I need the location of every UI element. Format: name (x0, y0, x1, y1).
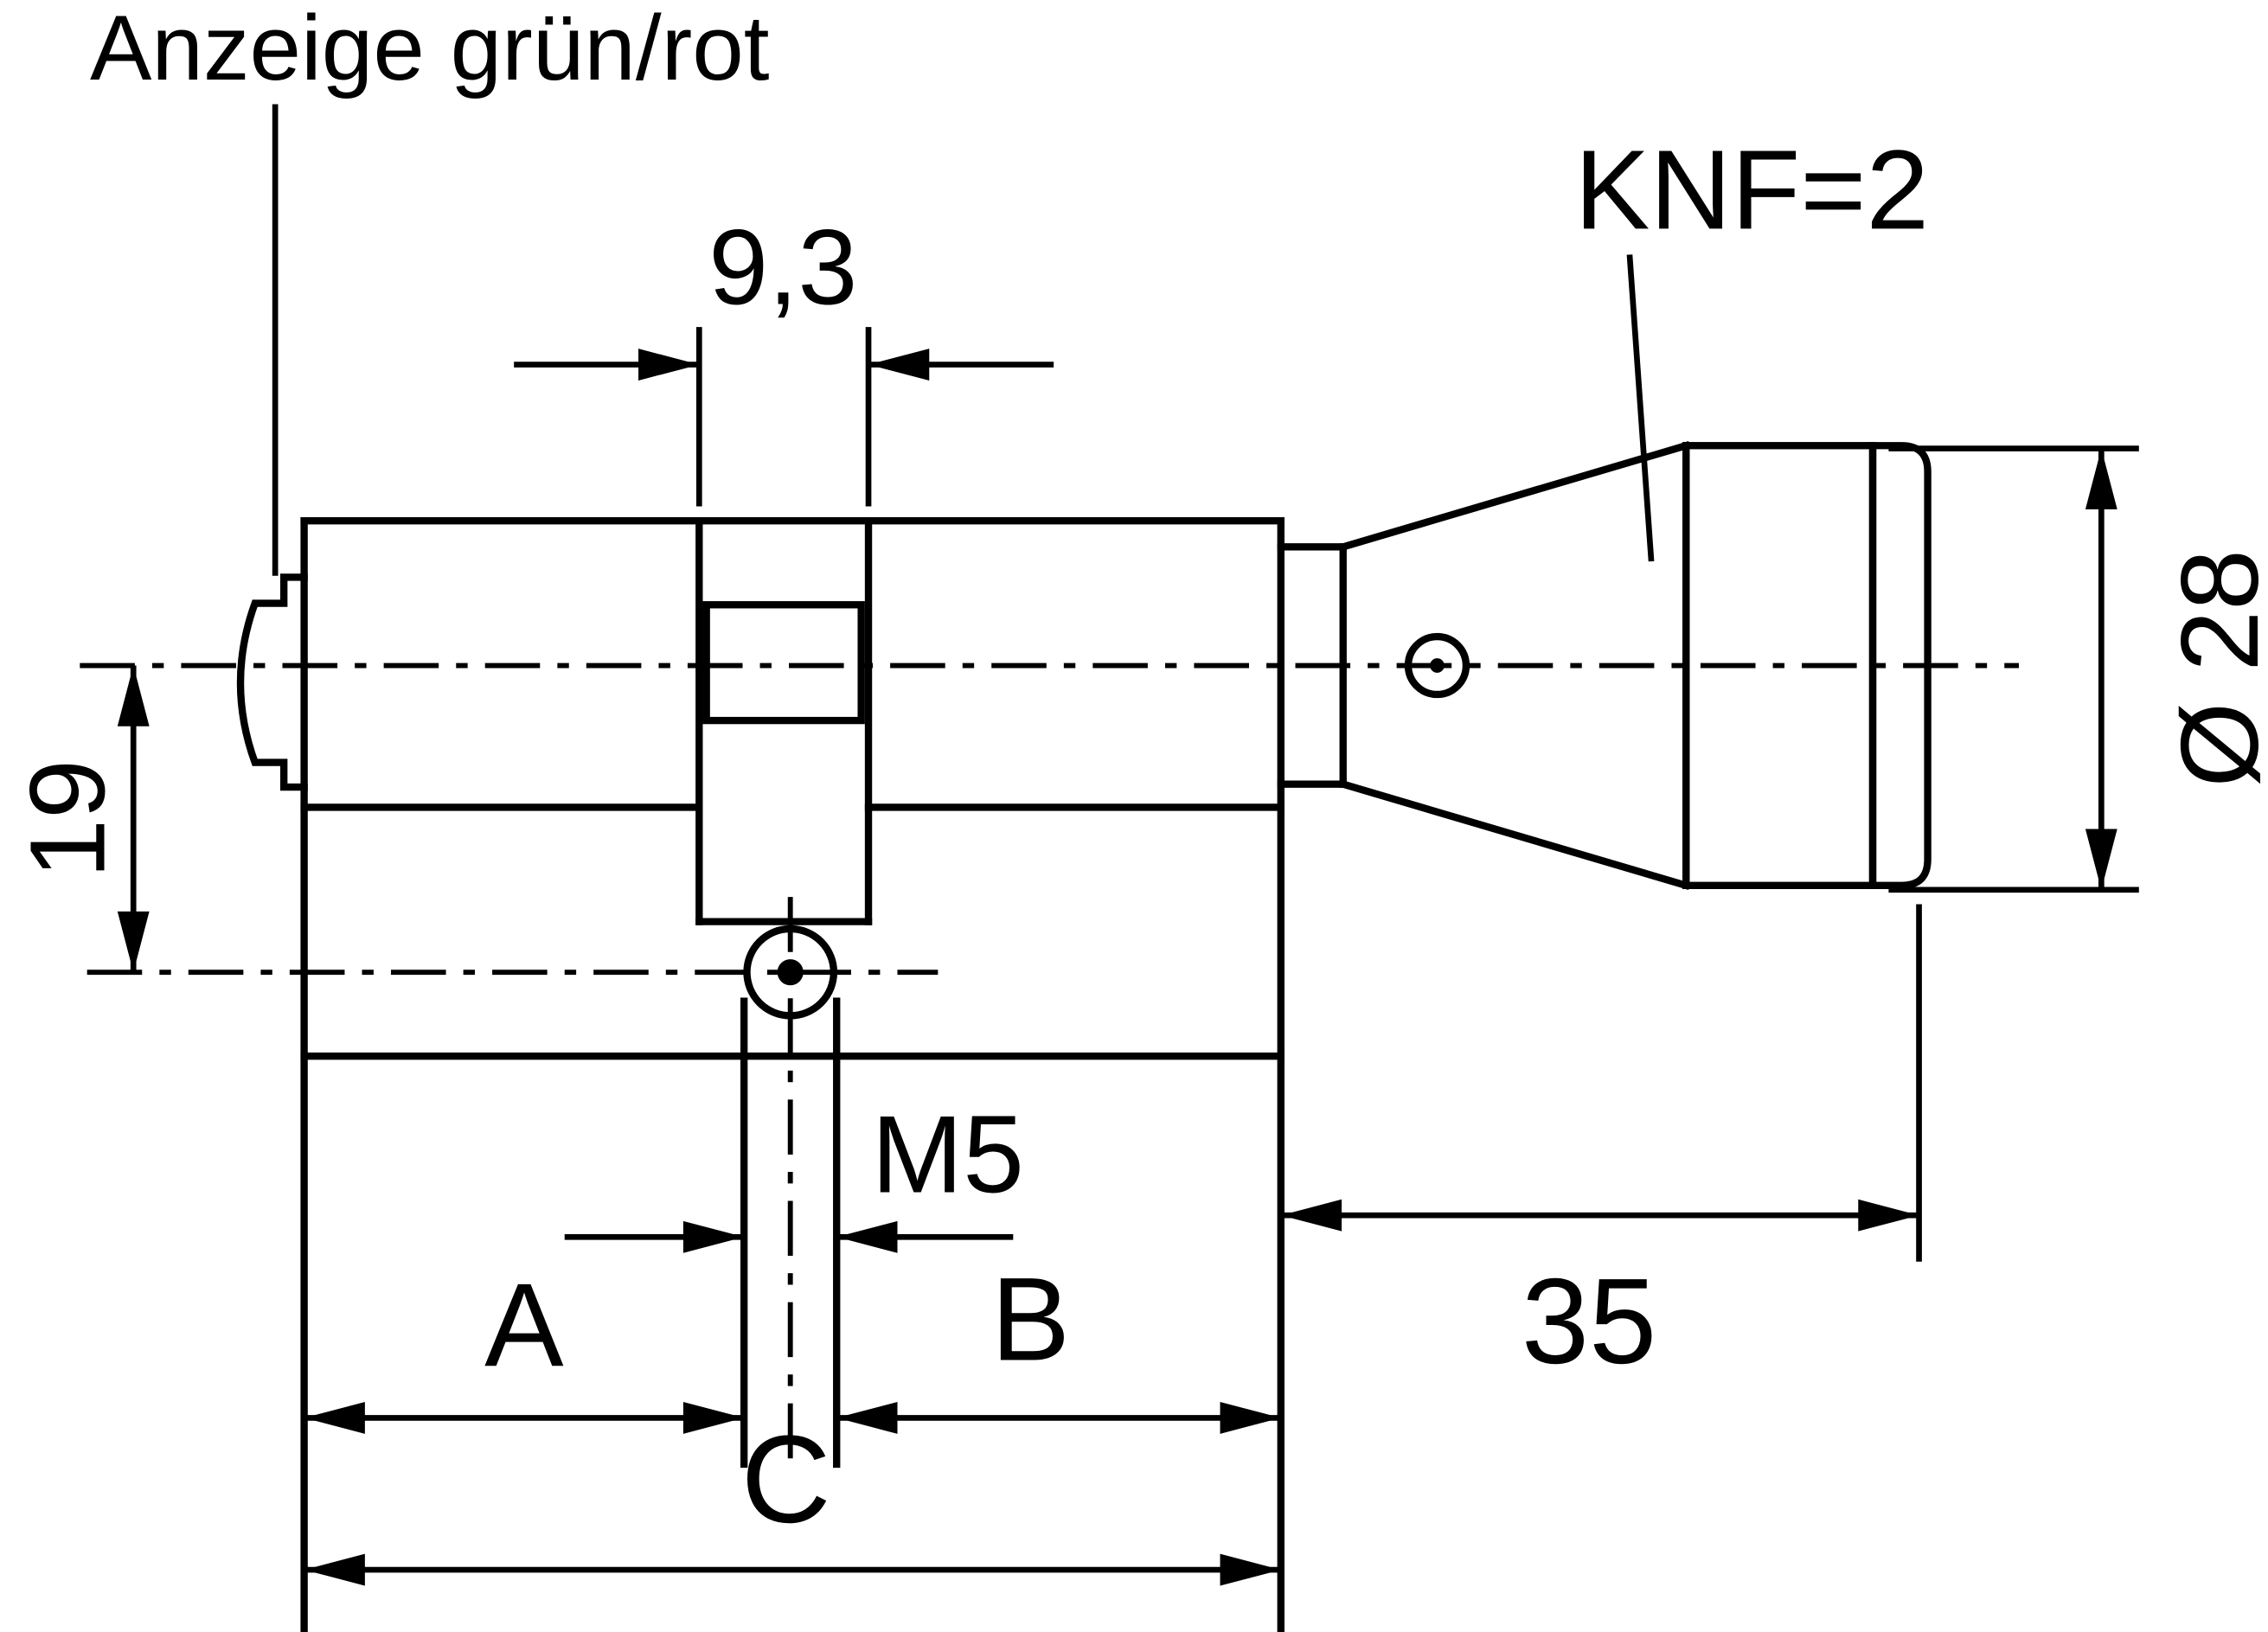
knob-leader-line (1626, 254, 1655, 562)
dimension-axis-distance-label: 19 (9, 759, 128, 879)
dimension-c-label: C (741, 1411, 831, 1549)
dimension-screw-thread: M5 (564, 1092, 1024, 1253)
dimension-b-label: B (991, 1254, 1070, 1386)
screw-head (743, 925, 838, 1020)
dimension-b: B (836, 1254, 1281, 1434)
indicator-pin (236, 573, 308, 791)
arrowhead (2085, 448, 2117, 509)
cam-outline (695, 517, 873, 925)
dimension-screw-thread-label: M5 (871, 1092, 1024, 1215)
arrowhead (2085, 829, 2117, 890)
knob-pin-hole-center (1430, 658, 1445, 673)
arrowhead (1280, 1199, 1342, 1232)
dimension-knob-length-label: 35 (1522, 1253, 1656, 1389)
dimension-cam-width: 9,3 (514, 208, 1054, 507)
indicator-callout-label: Anzeige grün/rot (90, 0, 770, 99)
cam-window (702, 601, 865, 725)
arrowhead (304, 1553, 365, 1586)
knob-cone-top (1338, 441, 1691, 552)
arrowhead (1220, 1402, 1281, 1434)
knob-cone-bottom (1338, 779, 1691, 890)
cylinder-body-outline (300, 517, 1285, 1632)
dimension-cam-width-label: 9,3 (708, 208, 857, 327)
arrowhead (638, 349, 700, 381)
knob-callout: KNF=2 (1574, 126, 1929, 562)
arrowhead (1858, 1199, 1919, 1232)
dimension-axis-distance: 19 (9, 665, 150, 973)
dimension-knob-length: 35 (1280, 904, 1922, 1389)
arrowhead (682, 1402, 745, 1434)
arrowhead (1220, 1553, 1281, 1586)
fixing-screw (740, 925, 841, 1469)
dimension-knob-diameter-label: Ø 28 (2158, 549, 2268, 788)
arrowhead (682, 1220, 745, 1253)
dimension-a-label: A (484, 1259, 564, 1392)
arrowhead (836, 1220, 898, 1253)
arrowhead (117, 911, 150, 973)
dimension-knob-diameter: Ø 28 (1888, 445, 2268, 893)
dimension-a: A (304, 1259, 745, 1434)
arrowhead (868, 349, 930, 381)
knob-pin-hole (1404, 632, 1470, 699)
dimension-c: C (304, 1411, 1281, 1586)
arrowhead (117, 665, 150, 726)
arrowhead (836, 1402, 898, 1434)
indicator-pin-outline (236, 573, 308, 791)
screw-center-dot (777, 959, 804, 986)
indicator-callout: Anzeige grün/rot (90, 0, 770, 576)
arrowhead (304, 1402, 365, 1434)
knob-callout-label: KNF=2 (1574, 126, 1929, 253)
